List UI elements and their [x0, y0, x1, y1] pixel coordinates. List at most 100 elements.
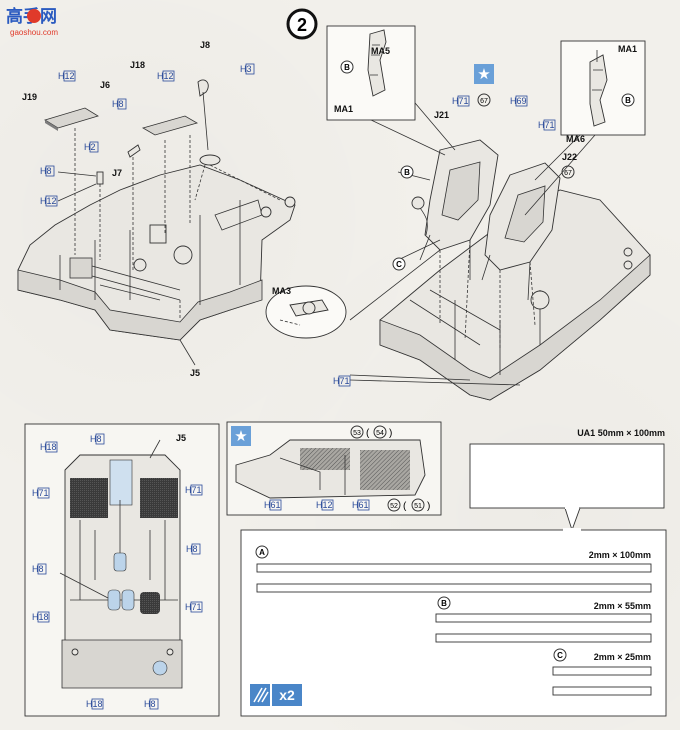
color-callout-h69: H69: [510, 95, 528, 107]
decal-52: 52: [387, 498, 401, 512]
svg-text:67: 67: [564, 170, 572, 177]
color-callout-h18a: H18: [40, 441, 58, 453]
color-callout-h3: H3: [240, 63, 255, 75]
svg-text:51: 51: [414, 503, 422, 510]
part-label-j19: J19: [22, 92, 37, 102]
svg-text:B: B: [404, 168, 410, 177]
strip-a: A 2mm × 100mm: [255, 545, 652, 593]
svg-text:(: (: [403, 501, 407, 512]
svg-text:★: ★: [234, 427, 247, 445]
svg-text:54: 54: [376, 430, 384, 437]
svg-text:2mm × 55mm: 2mm × 55mm: [594, 601, 651, 611]
part-label-j6: J6: [100, 80, 110, 90]
decal-51: 51: [411, 498, 425, 512]
color-callout-h18c-bl: H18: [86, 698, 104, 710]
step-number-badge: 2: [286, 8, 318, 40]
part-label-j18: J18: [130, 60, 145, 70]
strip-b: B 2mm × 55mm: [435, 596, 652, 643]
svg-text:H71: H71: [185, 602, 202, 612]
seatbelt-panel: UA1 50mm × 100mm A 2mm × 100mm B 2mm × 5…: [240, 428, 667, 717]
svg-text:★: ★: [477, 65, 490, 83]
svg-text:H12: H12: [316, 500, 333, 510]
svg-text:C: C: [396, 260, 402, 269]
color-callout-h12c: H12: [40, 195, 58, 207]
bottom-mid-panel: ★ 53 ( 54 ) 52 ( 51 ) H61 H12 H61: [226, 421, 442, 516]
color-callout-h18b-bl: H18: [32, 611, 50, 623]
color-callout-h8a-bl: H8: [90, 433, 105, 445]
svg-text:H69: H69: [510, 96, 527, 106]
decal-67a: 67: [477, 93, 491, 107]
svg-text:H71: H71: [538, 120, 555, 130]
color-callout-h12b: H12: [157, 70, 175, 82]
site-logo: 高手网 gaoshou.com: [6, 6, 58, 37]
part-label-ma1a: MA1: [334, 104, 353, 114]
part-label-j5-bottom: J5: [176, 433, 186, 443]
svg-text:2mm × 25mm: 2mm × 25mm: [594, 652, 651, 662]
color-callout-h8d-bl: H8: [144, 698, 159, 710]
color-callout-h71b: H71: [538, 119, 556, 131]
color-callout-h8c-bl: H8: [32, 563, 47, 575]
star-badge-2: ★: [231, 426, 251, 446]
part-label-j7: J7: [112, 168, 122, 178]
part-label-j8: J8: [200, 40, 210, 50]
svg-text:B: B: [441, 599, 447, 608]
multiplier-badge: x2: [250, 684, 302, 706]
svg-text:A: A: [259, 548, 265, 557]
letter-b-3: B: [400, 165, 414, 179]
left-cockpit-diagram: J19 J18 J8 J6 J7 J5 H12 H12 H3 H8 H2 H8 …: [17, 40, 296, 378]
svg-text:52: 52: [390, 503, 398, 510]
right-cockpit-diagram: MA5 MA1 MA1 MA6 MA3 J21 J22 B B B C ★ H7…: [265, 25, 651, 401]
color-callout-h71b-bl: H71: [185, 484, 203, 496]
color-callout-h71a-bl: H71: [32, 487, 50, 499]
svg-text:): ): [389, 428, 392, 439]
star-badge-1: ★: [474, 64, 494, 84]
svg-text:B: B: [625, 96, 631, 105]
color-callout-h71c-bl: H71: [185, 601, 203, 613]
letter-b-2: B: [621, 93, 635, 107]
svg-text:H12: H12: [58, 71, 75, 81]
color-callout-h61a: H61: [264, 499, 282, 511]
part-label-j21: J21: [434, 110, 449, 120]
color-callout-h71a: H71: [452, 95, 470, 107]
svg-text:): ): [427, 501, 430, 512]
bottom-left-panel: J5 H18 H8 H71 H71 H8 H8 H18 H71 H18 H8: [24, 423, 220, 717]
svg-text:x2: x2: [279, 687, 295, 703]
svg-text:B: B: [344, 63, 350, 72]
part-label-ma1b: MA1: [618, 44, 637, 54]
part-label-ma3: MA3: [272, 286, 291, 296]
svg-text:C: C: [557, 651, 563, 660]
svg-text:H18: H18: [32, 612, 49, 622]
svg-text:H12: H12: [40, 196, 57, 206]
svg-text:H18: H18: [86, 699, 103, 709]
color-callout-h8b: H8: [40, 165, 55, 177]
letter-b-1: B: [340, 60, 354, 74]
svg-text:H71: H71: [32, 488, 49, 498]
svg-text:H61: H61: [352, 500, 369, 510]
color-callout-h2: H2: [84, 141, 99, 153]
svg-text:H18: H18: [40, 442, 57, 452]
svg-text:53: 53: [353, 430, 361, 437]
svg-text:2mm × 100mm: 2mm × 100mm: [589, 550, 651, 560]
part-label-j22: J22: [562, 152, 577, 162]
color-callout-h12a: H12: [58, 70, 76, 82]
decal-54: 54: [373, 425, 387, 439]
letter-c-1: C: [392, 257, 406, 271]
seatbelt-sheet: [469, 443, 665, 509]
svg-text:H71: H71: [452, 96, 469, 106]
color-callout-h8b-bl: H8: [186, 543, 201, 555]
part-label-ma6: MA6: [566, 134, 585, 144]
color-callout-h8a: H8: [112, 98, 127, 110]
color-callout-h12-bm: H12: [316, 499, 334, 511]
color-callout-h61b: H61: [352, 499, 370, 511]
svg-text:(: (: [366, 428, 370, 439]
decal-67b: 67: [561, 165, 575, 179]
svg-text:H71: H71: [185, 485, 202, 495]
seatbelt-strips-box: [240, 529, 667, 717]
seatbelt-title: UA1 50mm × 100mm: [577, 428, 665, 438]
step-number: 2: [297, 15, 307, 35]
svg-text:H71: H71: [333, 376, 350, 386]
part-label-j5: J5: [190, 368, 200, 378]
svg-text:67: 67: [480, 98, 488, 105]
